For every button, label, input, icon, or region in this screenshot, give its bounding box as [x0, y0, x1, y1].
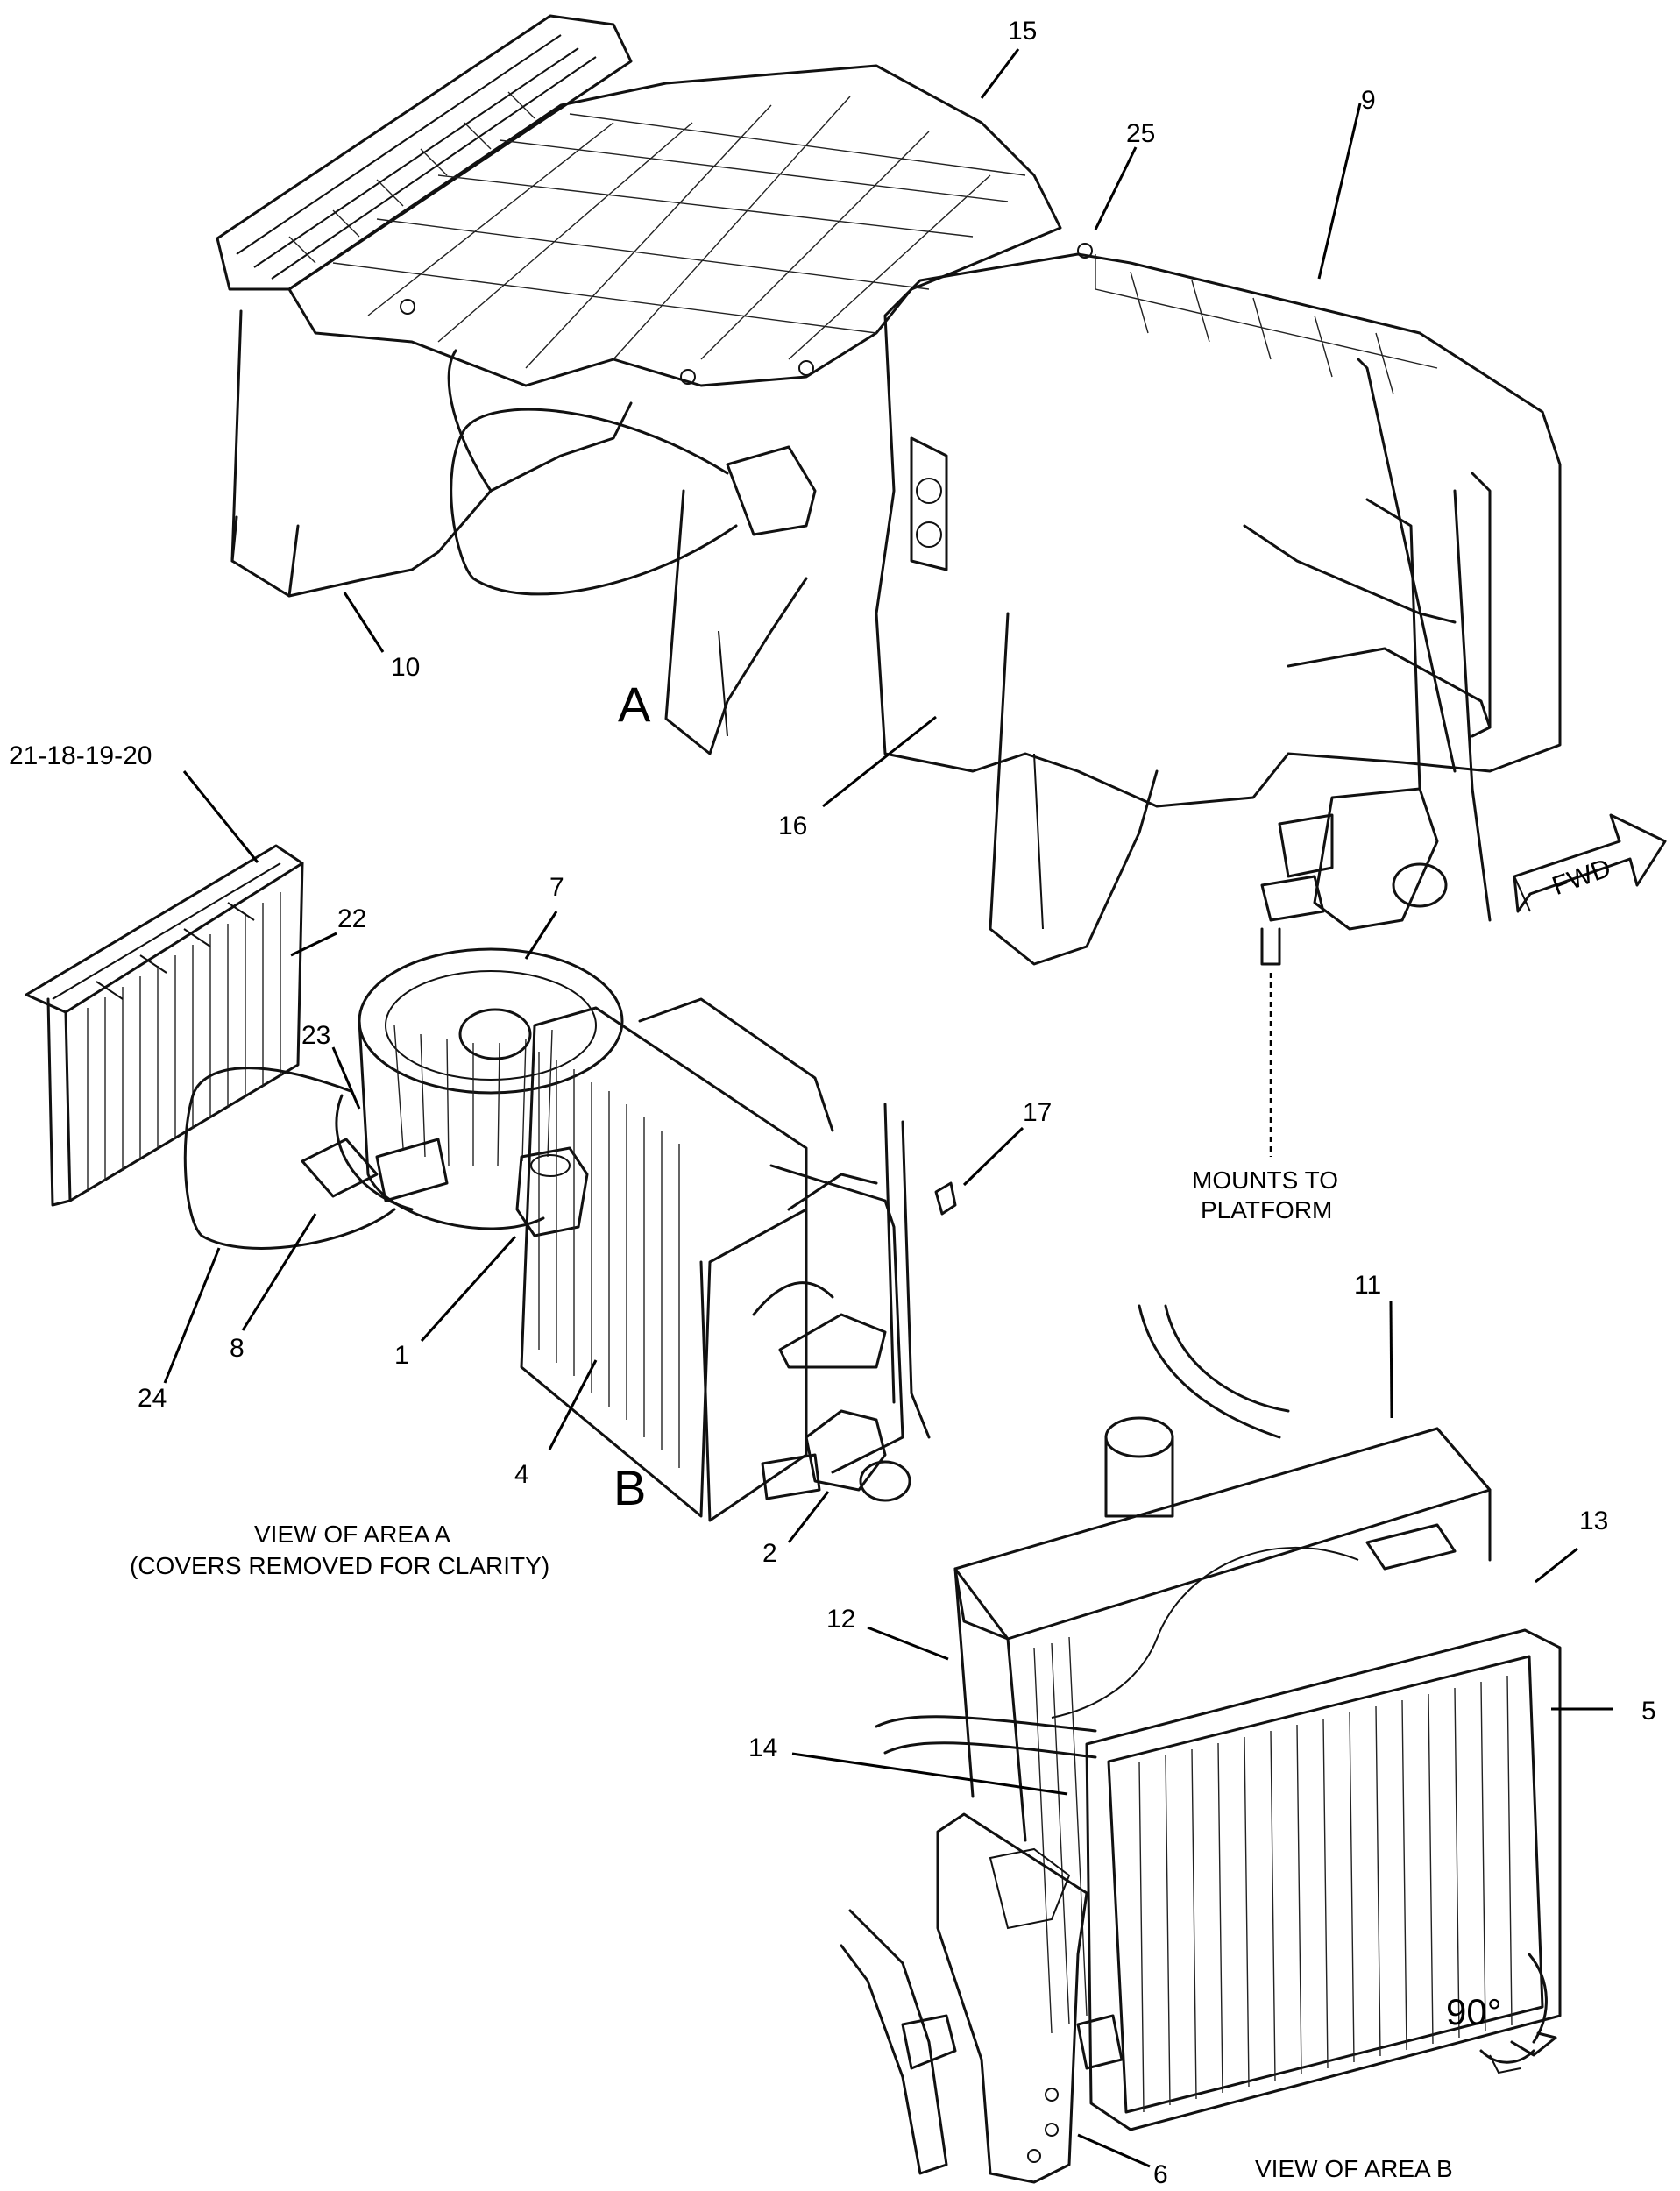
callout-5: 5	[1641, 1697, 1656, 1726]
callout-17: 17	[1023, 1098, 1052, 1127]
leader-lines	[163, 48, 1613, 2168]
mount-post	[1260, 927, 1281, 966]
callout-23: 23	[301, 1021, 330, 1050]
callout-14: 14	[748, 1734, 777, 1762]
rotation-arrow-icon: 90°	[1446, 1953, 1557, 2074]
housing-hose-loop	[450, 408, 738, 596]
housing-evaporator-box	[875, 252, 1562, 808]
cabin-filter	[25, 844, 304, 1207]
evaporator-core	[520, 997, 931, 1522]
housing-duct	[664, 489, 1159, 966]
blower-assembly	[183, 947, 624, 1250]
clip	[934, 1181, 957, 1216]
callout-22: 22	[337, 904, 366, 933]
area-b-assembly	[840, 1304, 1562, 2184]
housing-valve-assembly	[1260, 489, 1492, 931]
view-a-caption-line1: VIEW OF AREA A	[254, 1521, 450, 1548]
callout-24: 24	[138, 1384, 167, 1413]
callout-9: 9	[1361, 86, 1376, 115]
forward-arrow-icon: FWD	[1513, 813, 1667, 913]
callout-12: 12	[826, 1605, 855, 1634]
callout-16: 16	[778, 812, 807, 840]
housing-lower-body	[230, 309, 633, 598]
callout-8: 8	[230, 1334, 245, 1363]
hvac-housing-assembly	[216, 14, 1562, 1157]
mounts-note-line2: PLATFORM	[1201, 1196, 1332, 1223]
callout-13: 13	[1579, 1507, 1608, 1535]
view-b-caption: VIEW OF AREA B	[1255, 2155, 1453, 2182]
callout-11: 11	[1354, 1271, 1381, 1300]
callout-6: 6	[1153, 2160, 1168, 2189]
callout-15: 15	[1008, 17, 1037, 46]
area-marker-b: B	[613, 1460, 646, 1515]
callout-25: 25	[1126, 119, 1155, 148]
callout-group-21-18-19-20: 21-18-19-20	[9, 741, 152, 770]
callout-7: 7	[549, 873, 564, 902]
view-a-caption-line2: (COVERS REMOVED FOR CLARITY)	[130, 1552, 549, 1579]
housing-connector	[726, 445, 817, 536]
mounts-note-line1: MOUNTS TO	[1192, 1166, 1338, 1194]
callout-10: 10	[391, 653, 420, 682]
callout-labels: 15 9 25 10 16 21-18-19-20 22 7 23 17 8 2…	[9, 17, 1656, 2189]
housing-top-cover	[287, 64, 1093, 387]
callout-2: 2	[762, 1539, 777, 1568]
callout-4: 4	[514, 1460, 529, 1489]
area-marker-a: A	[618, 677, 651, 732]
callout-1: 1	[394, 1341, 409, 1370]
rotation-label: 90°	[1446, 1991, 1502, 2032]
housing-filter-frame	[216, 14, 633, 291]
